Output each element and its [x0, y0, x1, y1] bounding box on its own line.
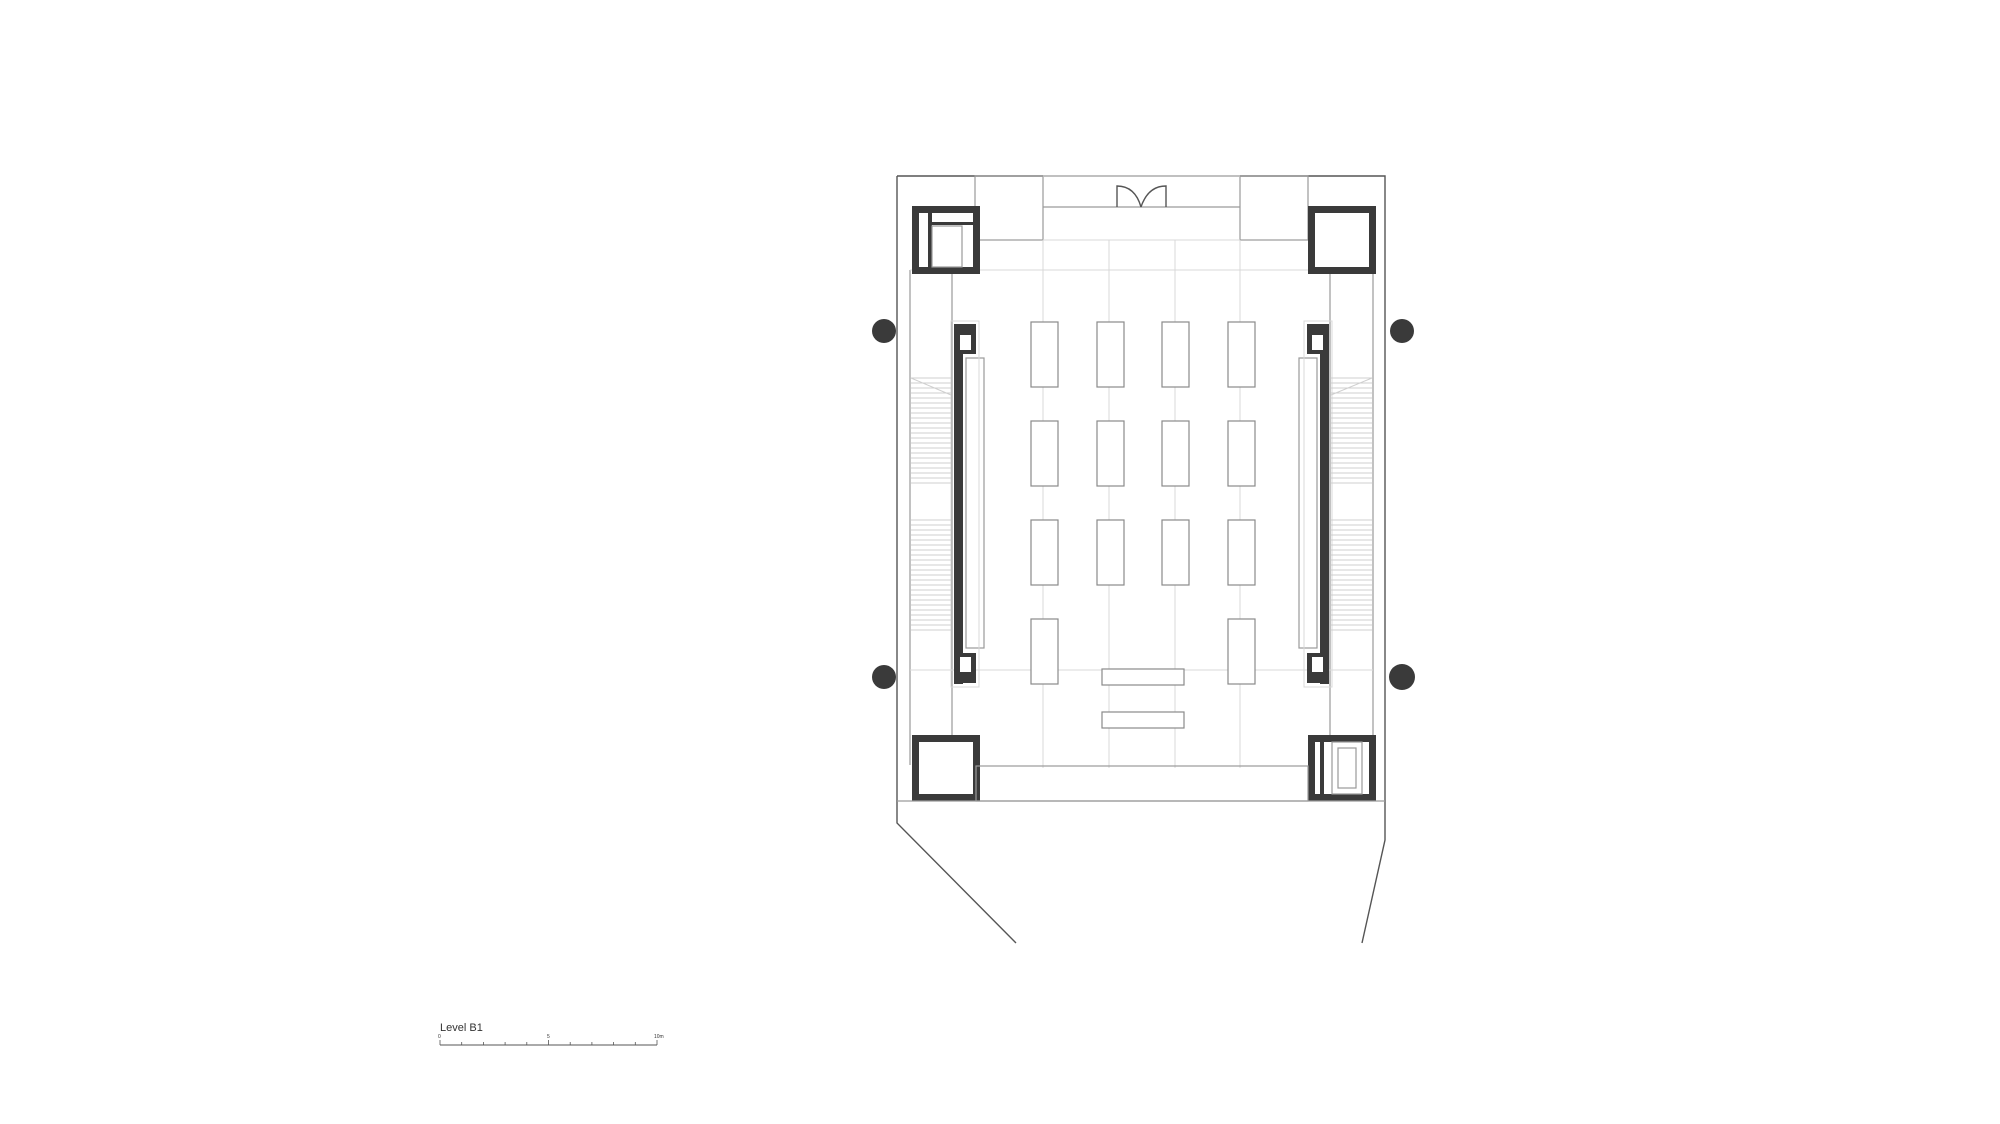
- benches: [1101, 668, 1185, 729]
- display-table: [1161, 519, 1190, 586]
- display-table: [1030, 519, 1059, 586]
- display-table: [1030, 420, 1059, 487]
- corner-core-top-left: [912, 206, 980, 274]
- building-outline: [896, 175, 1386, 944]
- scale-tick-10m: 10m: [654, 1034, 664, 1040]
- display-table: [1161, 321, 1190, 388]
- scale-tick-5: 5: [547, 1034, 550, 1040]
- display-table: [1096, 321, 1125, 388]
- display-tables: [1030, 321, 1256, 685]
- corner-core-top-right: [1308, 206, 1376, 274]
- corner-core-bottom-left: [912, 735, 980, 801]
- left-long-wall: [950, 320, 985, 688]
- right-stair-hatch: [1330, 377, 1373, 631]
- inner-wall-lines: [909, 270, 1374, 765]
- display-table: [1030, 321, 1059, 388]
- display-table: [1227, 519, 1256, 586]
- entry-vestibule: [974, 175, 1309, 241]
- right-long-wall: [1298, 320, 1333, 688]
- scale-tick-0: 0: [438, 1034, 441, 1040]
- display-table: [1227, 618, 1256, 685]
- display-table: [1161, 420, 1190, 487]
- stair-break-line: [1330, 377, 1373, 396]
- stair-break-line: [910, 377, 952, 396]
- display-table: [1227, 420, 1256, 487]
- display-table: [1227, 321, 1256, 388]
- display-table: [1096, 420, 1125, 487]
- display-table: [1030, 618, 1059, 685]
- scale-legend: Level B1 0 5 10m: [438, 1022, 664, 1046]
- corner-core-bottom-right: [1308, 735, 1376, 801]
- left-stair-hatch: [910, 377, 952, 631]
- display-table: [1096, 519, 1125, 586]
- scale-bar: [439, 1040, 658, 1046]
- level-label: Level B1: [440, 1022, 483, 1034]
- exterior-columns: [872, 319, 1415, 690]
- bottom-wall-band: [897, 765, 1385, 802]
- entrance-double-door: [1116, 185, 1167, 208]
